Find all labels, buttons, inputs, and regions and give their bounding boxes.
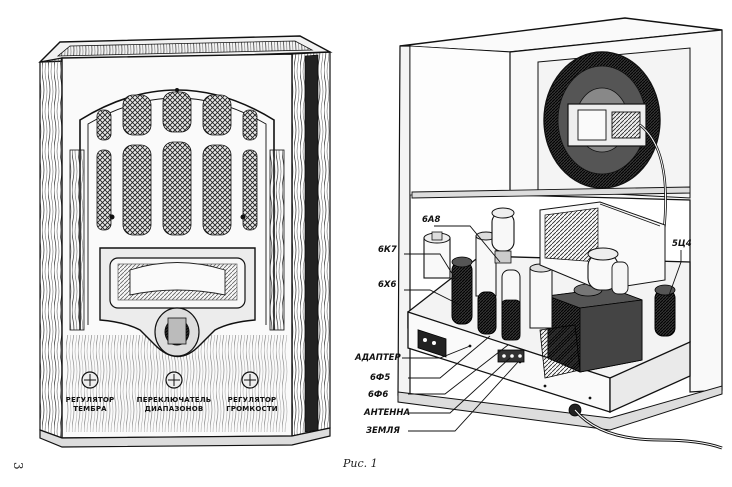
tube-6x6: [451, 256, 473, 325]
leader-lines: [402, 225, 682, 432]
volume-knob-label-1: РЕГУЛЯТОР: [228, 396, 277, 404]
variable-capacitor: [539, 201, 666, 291]
band-switch-label-2: ДИАПАЗОНОВ: [145, 405, 204, 413]
band-switch-label-1: ПЕРЕКЛЮЧАТЕЛЬ: [137, 396, 212, 404]
tone-knob: [81, 371, 99, 389]
label-adapter: АДАПТЕР: [354, 353, 401, 363]
front-cabinet-base: [39, 427, 331, 448]
tube-6k7: [423, 231, 451, 279]
output-transformer-block: [539, 324, 581, 379]
label-6f6: 6Ф6: [368, 390, 388, 400]
tube-5c4: [654, 284, 676, 337]
page-number: 3: [11, 462, 25, 470]
label-6x6: 6Х6: [378, 280, 396, 290]
label-6k7: 6К7: [378, 245, 397, 255]
tuning-dial: [99, 247, 256, 358]
label-ground: ЗЕМЛЯ: [366, 426, 400, 436]
power-transformer: [547, 283, 643, 373]
label-6f5: 6Ф5: [370, 373, 390, 383]
tube-6f5: [477, 291, 497, 335]
tone-knob-label-1: РЕГУЛЯТОР: [66, 396, 115, 404]
band-switch-knob: [165, 371, 183, 389]
figure-caption: Рис. 1: [342, 457, 378, 470]
label-antenna: АНТЕННА: [363, 408, 410, 418]
tube-6a8: [491, 207, 515, 264]
volume-knob: [241, 371, 259, 389]
tube-rectifier: [587, 247, 629, 295]
tube-6f6: [501, 269, 521, 341]
loudspeaker: [543, 51, 667, 270]
tone-knob-label-2: ТЕМБРА: [73, 405, 107, 413]
front-knobs: РЕГУЛЯТОР ТЕМБРА ПЕРЕКЛЮЧАТЕЛЬ ДИАПАЗОНО…: [66, 371, 278, 413]
label-5c4: 5Ц4: [672, 239, 692, 249]
volume-knob-label-2: ГРОМКОСТИ: [226, 405, 278, 413]
label-6a8: 6А8: [422, 215, 440, 225]
speaker-grille: [96, 88, 258, 236]
